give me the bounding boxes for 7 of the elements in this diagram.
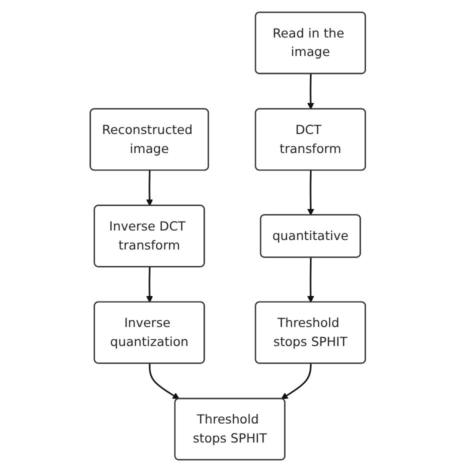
arrow	[146, 170, 154, 206]
arrow	[149, 364, 180, 400]
arrow	[307, 74, 314, 110]
arrow	[146, 266, 154, 303]
arrow	[307, 258, 314, 303]
arrow	[281, 364, 312, 400]
arrow	[307, 170, 314, 216]
